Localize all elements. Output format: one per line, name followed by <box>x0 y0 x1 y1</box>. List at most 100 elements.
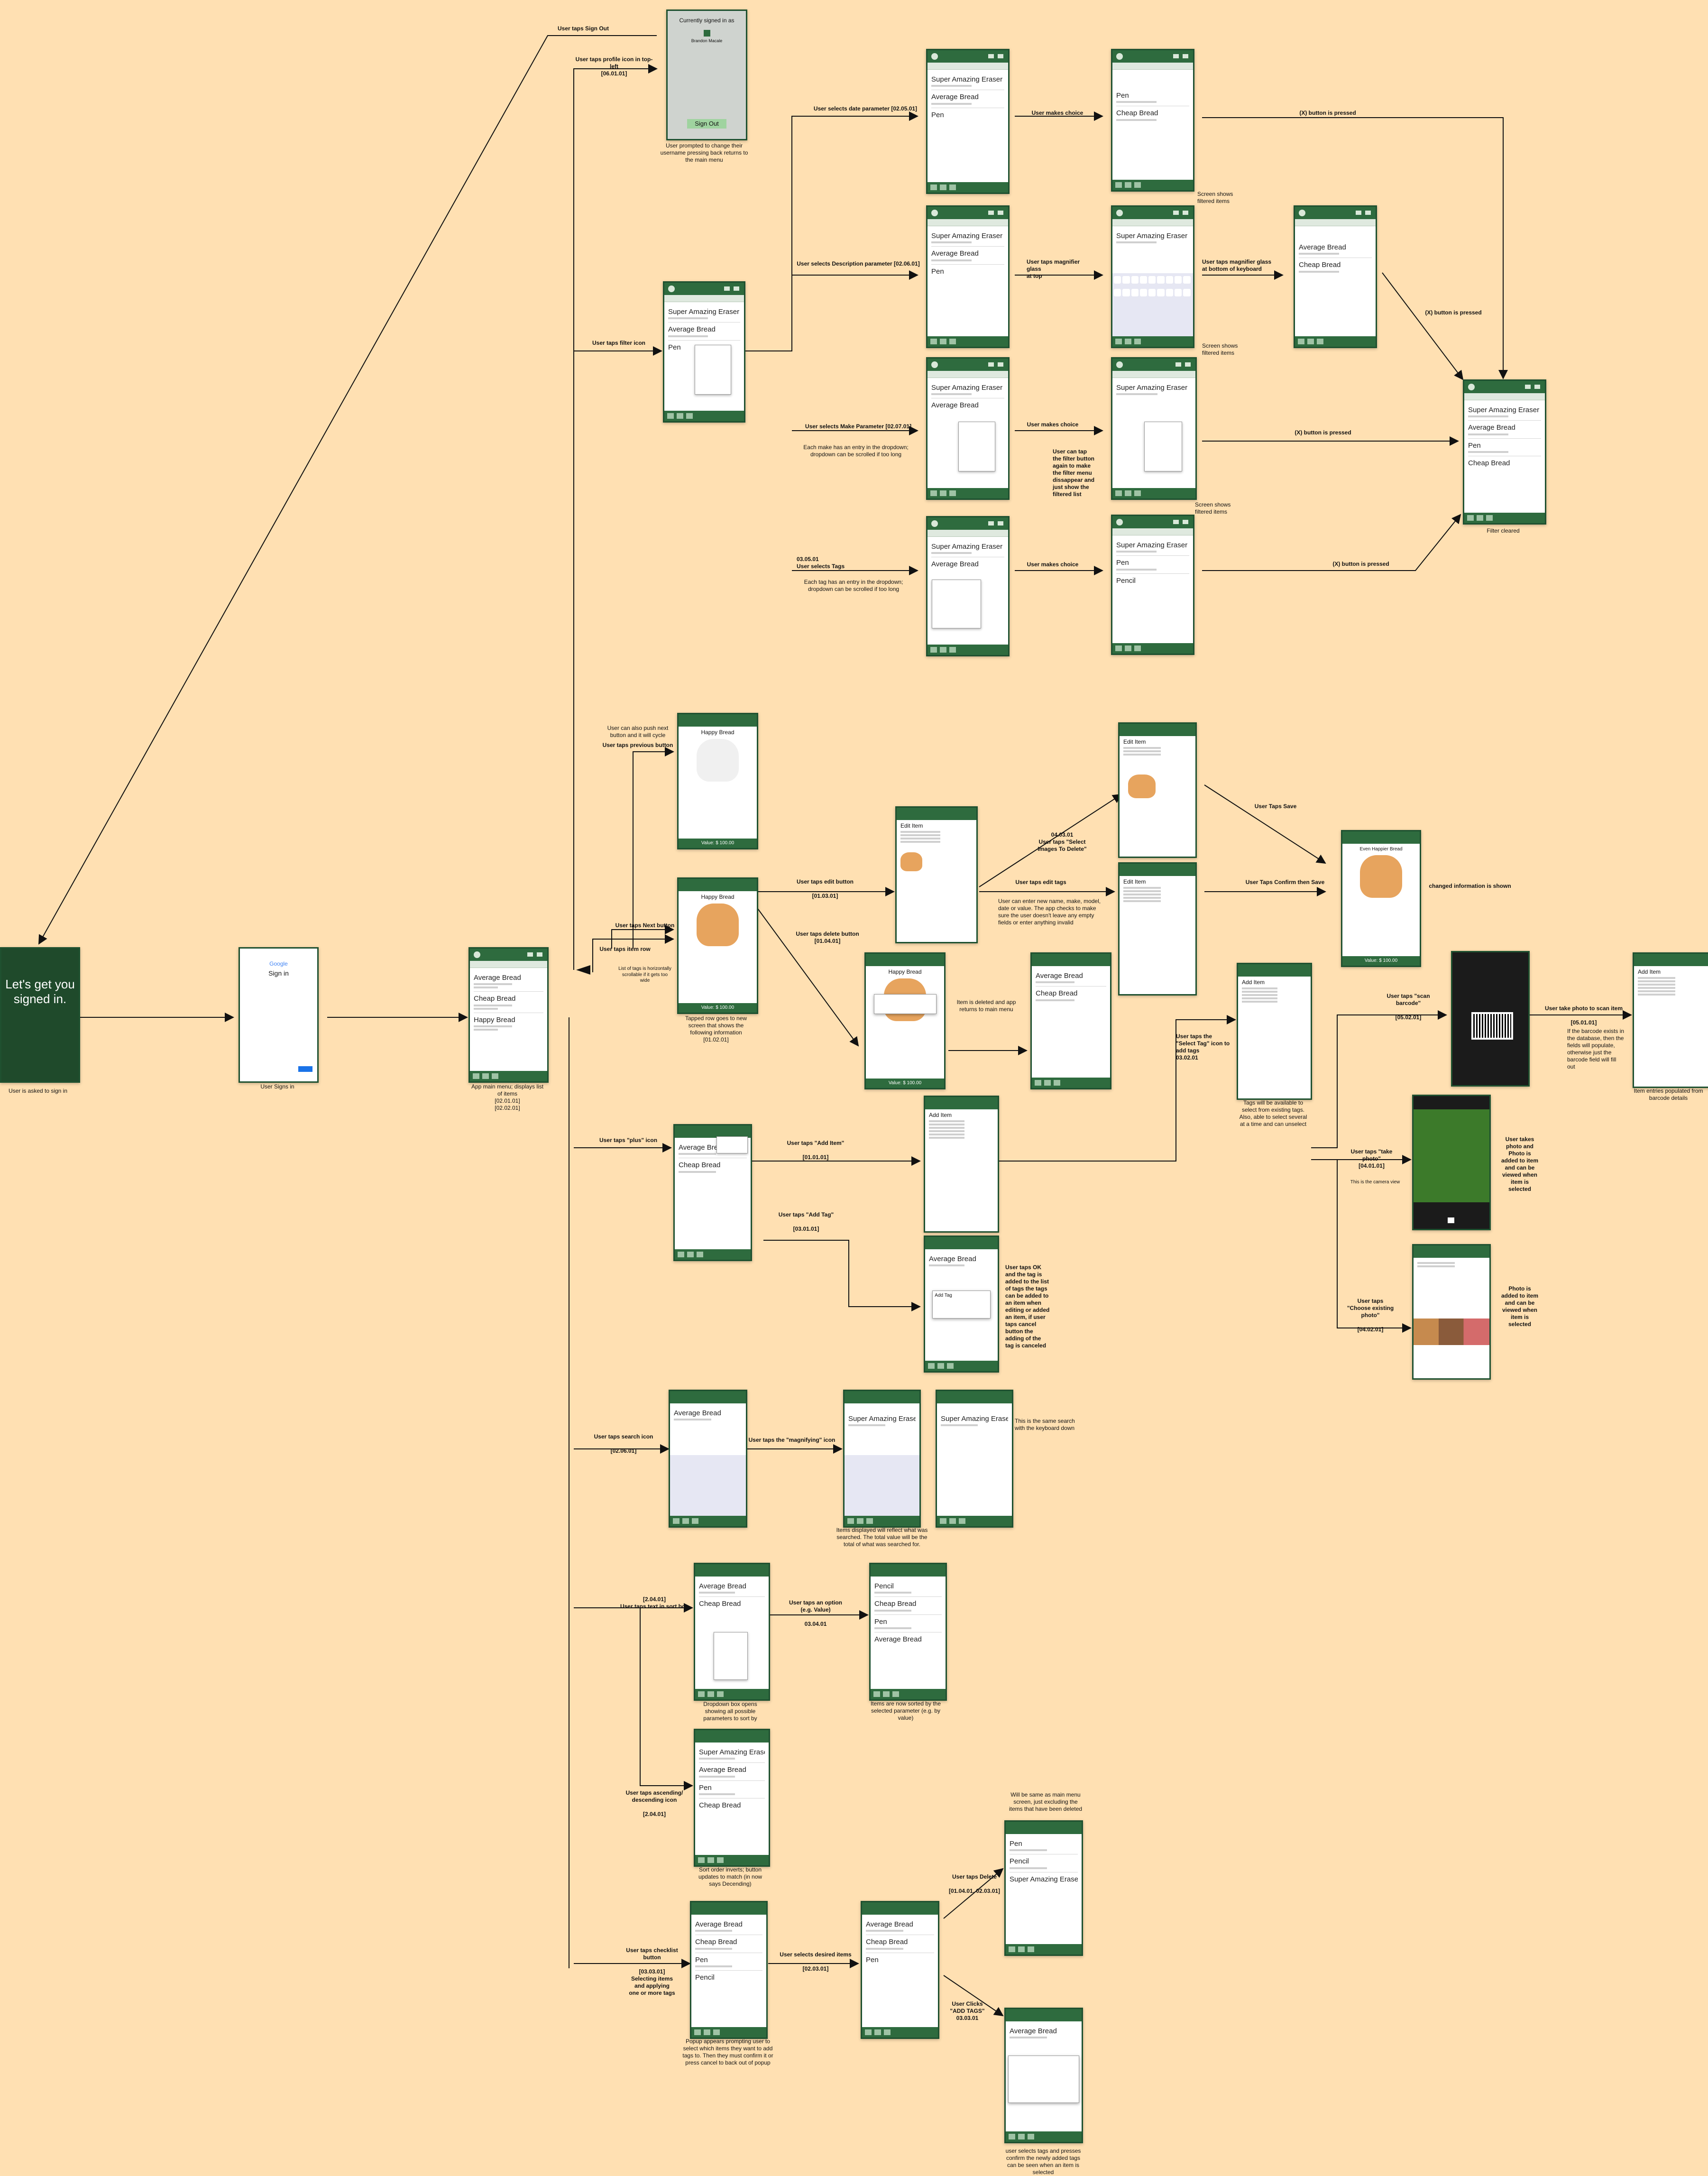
list-item[interactable]: Pen <box>874 1617 887 1626</box>
photo-grid[interactable] <box>1414 1319 1489 1345</box>
list-item[interactable]: Super Amazing Eraser <box>931 232 1003 240</box>
list-item[interactable]: Average Bread <box>668 325 716 334</box>
filter-cleared-screen: Super Amazing Eraser Average Bread Pen C… <box>1463 379 1546 525</box>
note-camera-view: This is the camera view <box>1350 1180 1400 1185</box>
label-take-photo: User taps "take photo" [04.01.01] <box>1350 1148 1393 1169</box>
list-item[interactable]: Super Amazing Eraser <box>699 1748 765 1756</box>
list-item[interactable]: Cheap Bread <box>699 1801 741 1809</box>
list-item[interactable]: Average Bread <box>929 1255 976 1263</box>
list-item[interactable]: Super Amazing Eraser <box>1116 384 1188 392</box>
list-item[interactable]: Average Bread <box>674 1409 721 1417</box>
profile-icon[interactable] <box>474 951 480 958</box>
list-item[interactable]: Cheap Bread <box>866 1938 908 1946</box>
list-item[interactable]: Cheap Bread <box>679 1161 721 1170</box>
label-x-pressed-2: (X) button is pressed <box>1425 309 1482 316</box>
list-item[interactable]: Super Amazing Eraser <box>1010 1875 1078 1883</box>
list-item[interactable]: Average Bread <box>1010 2027 1057 2035</box>
filter-dropdown[interactable] <box>694 345 732 395</box>
add-tag-screen: Average Bread Add Tag <box>924 1236 999 1373</box>
list-item[interactable]: Average Bread <box>931 560 979 569</box>
filter-dropdown[interactable] <box>1144 421 1183 471</box>
make-dropdown[interactable] <box>958 421 996 471</box>
list-item[interactable]: Super Amazing Eraser <box>931 543 1003 551</box>
list-item[interactable]: Pen <box>931 267 944 276</box>
list-item[interactable]: Cheap Bread <box>1299 261 1341 269</box>
list-item[interactable]: Pencil <box>695 1973 715 1982</box>
note-photo-added-1: User takes photo and Photo is added to i… <box>1501 1136 1538 1192</box>
list-item[interactable]: Super Amazing Eraser <box>931 75 1003 83</box>
add-list-screen: Average Bread Cheap Bread <box>673 1124 752 1261</box>
list-item[interactable]: Happy Bread <box>474 1015 515 1024</box>
list-item[interactable]: Cheap Bread <box>474 995 516 1003</box>
list-item[interactable]: Pen <box>699 1783 712 1792</box>
shutter-icon[interactable] <box>1448 1217 1454 1223</box>
list-item[interactable]: Average Bread <box>474 974 521 982</box>
edit-images-screen: Edit Item <box>1118 722 1197 858</box>
checklist-icon[interactable] <box>492 1073 498 1079</box>
edited-detail-screen: Even Happier Bread Value: $ 100.00 <box>1341 830 1421 967</box>
label-taps-delete: User taps Delete [01.04.01, 02.03.01] <box>948 1873 1001 1894</box>
signout-button[interactable]: Sign Out <box>687 119 726 129</box>
list-item[interactable]: Super Amazing Eraser <box>1468 406 1540 414</box>
list-item[interactable]: Super Amazing Eraser <box>1116 232 1188 240</box>
note-prompt-username: User prompted to change their username p… <box>660 142 748 163</box>
list-item[interactable]: Pen <box>1468 441 1481 450</box>
sort-dropdown[interactable] <box>713 1632 748 1680</box>
next-button[interactable] <box>298 1066 312 1072</box>
sort-descending-screen: Super Amazing Eraser Average Bread Pen C… <box>694 1729 770 1867</box>
list-item[interactable]: Super Amazing Eraser <box>848 1415 916 1423</box>
note-tags-scroll: List of tags is horizontally scrollable … <box>618 966 671 983</box>
edit-tags-screen: Edit Item <box>1118 862 1197 996</box>
list-item[interactable]: Average Bread <box>866 1920 913 1928</box>
list-item[interactable]: Pen <box>1116 92 1129 100</box>
label-delete-button: User taps delete button [01.04.01] <box>796 931 859 944</box>
list-item[interactable]: Cheap Bread <box>699 1600 741 1608</box>
list-item[interactable]: Pen <box>1010 1840 1022 1848</box>
list-item[interactable]: Pen <box>866 1955 879 1964</box>
list-item[interactable]: Pen <box>1116 559 1129 567</box>
list-item[interactable]: Cheap Bread <box>1036 989 1078 998</box>
list-item[interactable]: Pencil <box>1116 576 1136 585</box>
list-item[interactable]: Average Bread <box>699 1582 746 1590</box>
add-icon[interactable] <box>473 1073 479 1079</box>
keyboard[interactable] <box>1112 273 1193 336</box>
list-item[interactable]: Super Amazing Eraser <box>668 308 740 316</box>
list-item[interactable]: Average Bread <box>931 93 979 101</box>
keyboard[interactable] <box>845 1455 919 1516</box>
note-app-main: App main menu; displays list of items [0… <box>471 1083 544 1111</box>
list-item[interactable]: Cheap Bread <box>695 1938 737 1946</box>
list-item[interactable]: Pen <box>668 343 681 351</box>
delete-dialog[interactable] <box>873 994 937 1014</box>
list-item[interactable]: Average Bread <box>695 1920 743 1928</box>
list-item[interactable]: Average Bread <box>874 1635 922 1643</box>
list-item[interactable]: Pen <box>931 111 944 119</box>
list-item[interactable]: Pen <box>695 1955 708 1964</box>
tags-dropdown[interactable] <box>931 579 981 628</box>
list-item[interactable]: Average Bread <box>679 1143 726 1152</box>
delete-confirm-screen: Happy Bread Value: $ 100.00 <box>864 952 946 1089</box>
list-item[interactable]: Super Amazing Eraser <box>941 1415 1008 1423</box>
list-item[interactable]: Average Bread <box>931 401 979 410</box>
add-menu[interactable] <box>716 1136 748 1153</box>
list-item[interactable]: Average Bread <box>699 1766 746 1774</box>
list-item[interactable]: Average Bread <box>931 249 979 258</box>
tag-select-dialog[interactable] <box>1008 2056 1080 2103</box>
list-item[interactable]: Pencil <box>1010 1857 1029 1866</box>
list-item[interactable]: Super Amazing Eraser <box>931 384 1003 392</box>
item-title: Happy Bread <box>701 729 735 736</box>
list-item[interactable]: Average Bread <box>1299 243 1346 251</box>
filter-icon[interactable] <box>527 952 533 957</box>
add-tag-dialog[interactable]: Add Tag <box>932 1291 991 1319</box>
list-item[interactable]: Pencil <box>874 1582 894 1590</box>
list-item[interactable]: Cheap Bread <box>1468 459 1510 467</box>
list-item[interactable]: Cheap Bread <box>1116 109 1158 118</box>
list-item[interactable]: Average Bread <box>1036 972 1083 980</box>
list-item[interactable]: Average Bread <box>1468 424 1515 432</box>
note-sort-dropdown: Dropdown box opens showing all possible … <box>703 1701 757 1722</box>
note-entries-populated: Item entries populated from barcode deta… <box>1634 1088 1703 1101</box>
search-icon[interactable] <box>482 1073 489 1079</box>
list-item[interactable]: Cheap Bread <box>874 1600 917 1608</box>
menu-icon[interactable] <box>537 952 542 957</box>
keyboard[interactable] <box>670 1455 746 1516</box>
list-item[interactable]: Super Amazing Eraser <box>1116 541 1188 549</box>
